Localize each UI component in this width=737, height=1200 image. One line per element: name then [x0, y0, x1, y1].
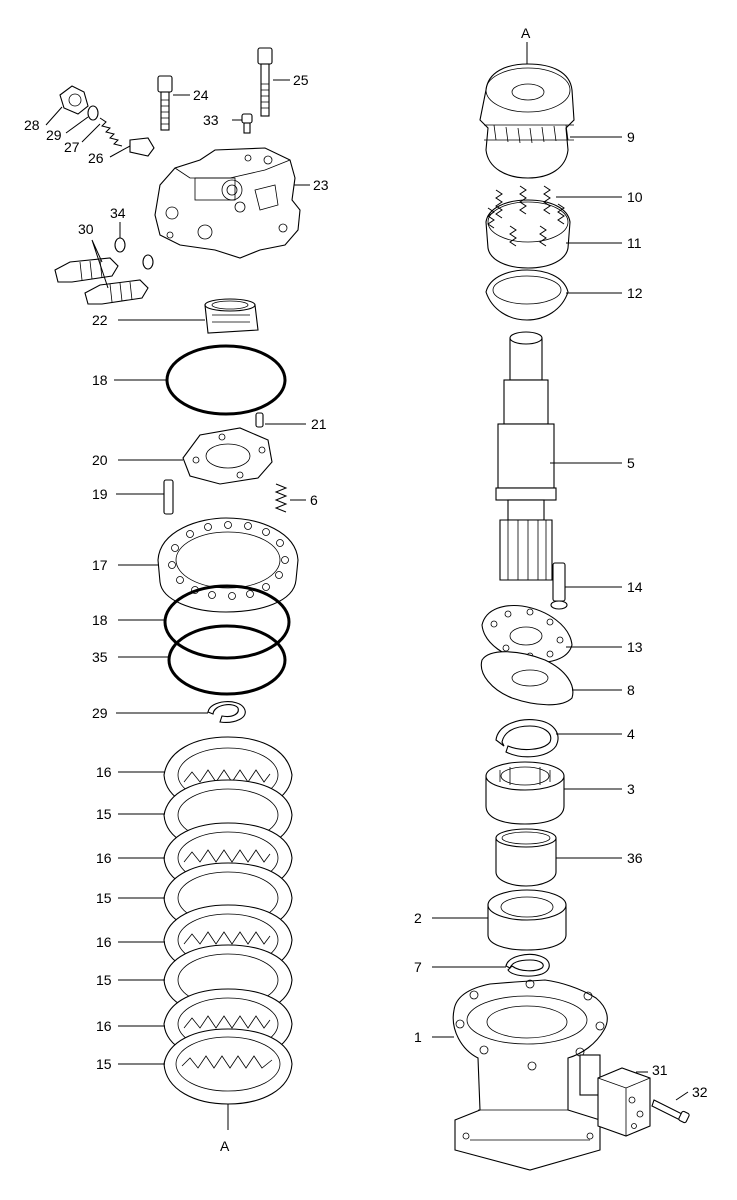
- o-ring-18-top: [165, 344, 287, 416]
- snap-ring-29: [207, 701, 246, 723]
- callout-6: 6: [310, 492, 318, 508]
- pin-19: [163, 479, 174, 515]
- block-31: [597, 1067, 651, 1137]
- callout-32: 32: [692, 1084, 708, 1100]
- plate-stack: [163, 736, 293, 1105]
- callout-23: 23: [313, 177, 329, 193]
- callout-8: 8: [627, 682, 635, 698]
- relief-valve-30b: [84, 279, 149, 305]
- callout-13: 13: [627, 639, 643, 655]
- callout-36: 36: [627, 850, 643, 866]
- callout-1: 1: [414, 1029, 422, 1045]
- pin-14: [550, 562, 568, 610]
- bolt-25: [257, 47, 273, 117]
- housing-1: [452, 979, 608, 1171]
- spring-27: [99, 117, 123, 147]
- callout-12: 12: [627, 285, 643, 301]
- callout-7: 7: [414, 959, 422, 975]
- callout-18-top: 18: [92, 372, 108, 388]
- callout-35: 35: [92, 649, 108, 665]
- callout-10: 10: [627, 189, 643, 205]
- cup-12: [485, 269, 569, 321]
- spring-6: [274, 483, 288, 513]
- callout-2: 2: [414, 910, 422, 926]
- callout-22: 22: [92, 312, 108, 328]
- sleeve-36: [495, 828, 557, 887]
- callout-14: 14: [627, 579, 643, 595]
- callout-24: 24: [193, 87, 209, 103]
- callout-31: 31: [652, 1062, 668, 1078]
- callout-29-lower: 29: [92, 705, 108, 721]
- carrier-9: [479, 63, 575, 179]
- section-label-bottom: A: [220, 1138, 230, 1154]
- callout-3: 3: [627, 781, 635, 797]
- callout-9: 9: [627, 129, 635, 145]
- callout-21: 21: [311, 416, 327, 432]
- valve-block: [154, 147, 301, 259]
- relief-valve-30a: [54, 257, 119, 283]
- valve-plate-20: [182, 427, 273, 485]
- callout-15-b: 15: [96, 890, 112, 906]
- fitting-28: [59, 85, 89, 115]
- callout-16-b: 16: [96, 850, 112, 866]
- callout-18-lower: 18: [92, 612, 108, 628]
- roller-bearing-3: [485, 761, 565, 825]
- callout-29-top: 29: [46, 127, 62, 143]
- o-ring-29a: [87, 105, 99, 121]
- callout-15-a: 15: [96, 806, 112, 822]
- callout-30: 30: [78, 221, 94, 237]
- piston-housing-17: [157, 517, 299, 613]
- thrust-plate-8: [480, 651, 574, 706]
- callout-16-d: 16: [96, 1018, 112, 1034]
- plug-33: [241, 113, 253, 134]
- callout-16-a: 16: [96, 764, 112, 780]
- callout-28: 28: [24, 117, 40, 133]
- callout-20: 20: [92, 452, 108, 468]
- callout-27: 27: [64, 139, 80, 155]
- callout-17: 17: [92, 557, 108, 573]
- springs-10: [487, 185, 565, 247]
- callout-34: 34: [110, 205, 126, 221]
- o-ring-18-lower: [163, 584, 291, 660]
- callout-4: 4: [627, 726, 635, 742]
- bolt-24: [157, 75, 173, 131]
- bolt-32: [651, 1099, 690, 1124]
- section-label-top: A: [521, 25, 531, 41]
- callout-15-c: 15: [96, 972, 112, 988]
- callout-16-c: 16: [96, 934, 112, 950]
- bearing-2: [487, 889, 567, 951]
- callout-33: 33: [203, 112, 219, 128]
- snap-ring-4: [495, 719, 559, 758]
- callout-11: 11: [627, 235, 642, 251]
- poppet-26: [129, 137, 155, 157]
- callout-5: 5: [627, 455, 635, 471]
- friction-plate-15d: [163, 1028, 293, 1105]
- callout-26: 26: [88, 150, 104, 166]
- o-ring-34b: [142, 254, 154, 270]
- retainer-plate-13: [481, 604, 573, 664]
- callout-labels: A A 24 25 33 28 29 27 26 23 34 30 22 18 …: [24, 25, 708, 1154]
- spring-holder-11: [485, 199, 571, 269]
- callout-15-d: 15: [96, 1056, 112, 1072]
- shaft-5: [495, 331, 557, 581]
- o-ring-35: [167, 624, 287, 696]
- pin-21: [255, 412, 264, 428]
- callout-25: 25: [293, 72, 309, 88]
- snap-ring-7: [505, 953, 550, 977]
- needle-bearing-22: [204, 298, 259, 334]
- callout-19: 19: [92, 486, 108, 502]
- leader-lines: [45, 79, 689, 1101]
- o-ring-34a: [114, 237, 126, 253]
